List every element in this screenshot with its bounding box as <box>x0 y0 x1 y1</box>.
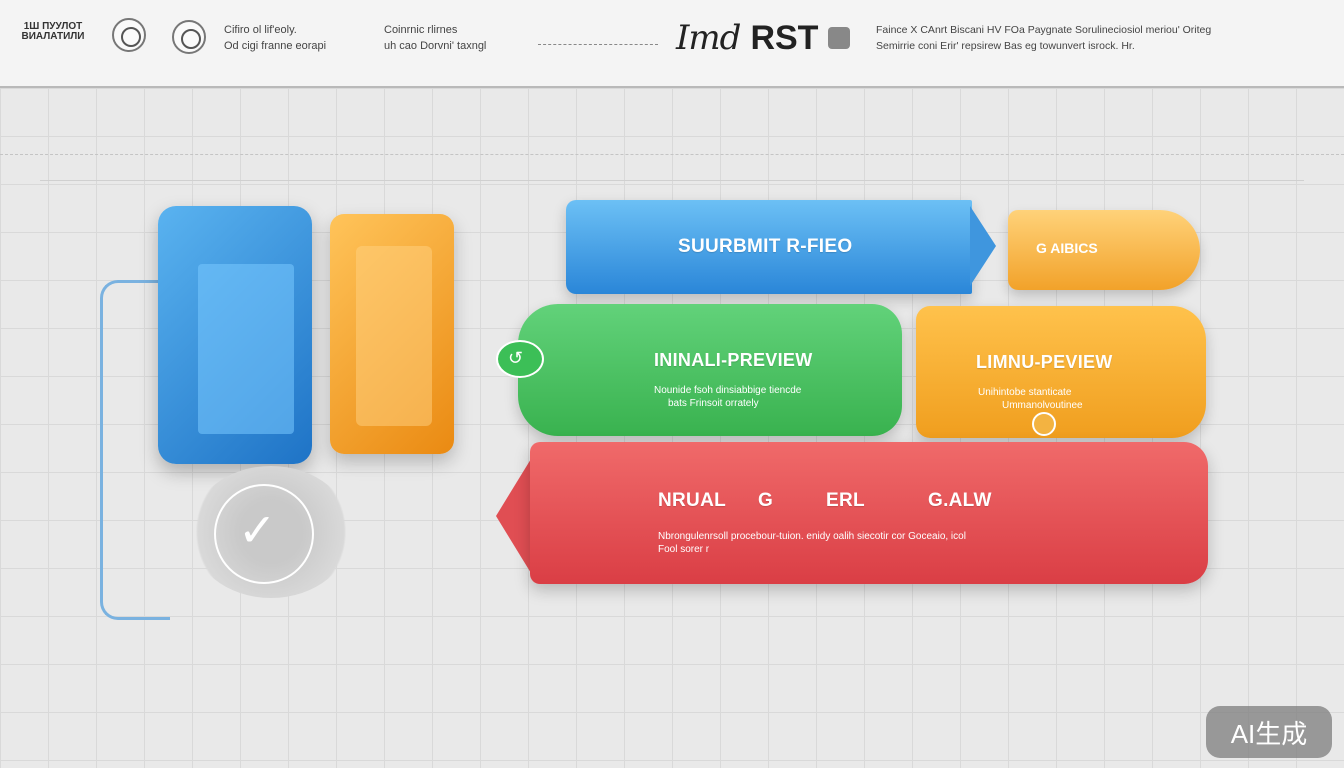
header-divider <box>538 44 658 46</box>
submit-bar-title: SUURBMIT R-FIEO <box>678 236 853 257</box>
initial-preview-line1: Nounide fsoh dinsiabbige tiencde <box>654 385 802 396</box>
check-icon: ✓ <box>238 504 277 556</box>
helmet-icon[interactable] <box>172 20 206 54</box>
manual-review-line2: Fool sorer r <box>658 544 710 555</box>
header-col2-line2: uh cao Dorvni' taxngl <box>384 40 487 52</box>
initial-preview-line2: bats Frinsoit orrately <box>668 398 759 409</box>
initial-preview-title: ININALI-PREVIEW <box>654 350 813 370</box>
header-right-line1: Faince X CAnrt Biscani HV FOa Paygnate S… <box>876 24 1212 36</box>
blue-device-block[interactable] <box>158 206 312 464</box>
red-bar-arrow <box>496 454 534 578</box>
orange-device-panel <box>356 246 432 426</box>
guide-line-secondary <box>40 180 1304 181</box>
manual-review-title-d: G.ALW <box>928 490 992 511</box>
submit-bar-arrow <box>970 206 996 286</box>
header-col1-line2: Od cigi franne eorapi <box>224 40 327 52</box>
menu-preview-bar[interactable]: LIMNU-PEVIEW Unihintobe stanticate Umman… <box>916 306 1206 438</box>
submit-bar[interactable]: SUURBMIT R-FIEO <box>566 200 972 294</box>
connector-line <box>100 280 170 620</box>
ai-generated-badge: AI生成 <box>1206 706 1332 758</box>
manual-review-title-b: G <box>758 490 774 511</box>
manual-review-bar[interactable]: NRUAL G ERL G.ALW Nbrongulenrsoll proceb… <box>530 442 1208 584</box>
header-col1-line1: Cifiro ol lif'eoly. <box>224 24 297 36</box>
menu-preview-line1: Unihintobe stanticate <box>978 387 1072 398</box>
check-circle-node[interactable]: ✓ <box>190 466 352 598</box>
orange-dot-icon <box>1032 412 1056 436</box>
company-logo[interactable]: 1Ш ПУУЛОТ ВИАЛАТИЛИ <box>21 21 85 42</box>
brand-badge-icon <box>828 27 851 49</box>
avatar-icon[interactable] <box>112 18 146 52</box>
manual-review-title-a: NRUAL <box>658 490 726 511</box>
blue-device-panel <box>198 264 294 434</box>
header-right-line2: Semirrie coni Erir' repsirew Bas eg towu… <box>876 40 1135 52</box>
orange-device-block[interactable] <box>330 214 454 454</box>
small-orange-tag-title: G AIBICS <box>1036 240 1098 256</box>
manual-review-line1: Nbrongulenrsoll procebour-tuion. enidy o… <box>658 531 966 542</box>
brand-logo[interactable]: Imd RST <box>676 18 851 58</box>
guide-line <box>0 154 1344 155</box>
small-orange-tag[interactable]: G AIBICS <box>1008 210 1200 290</box>
green-tag-icon[interactable]: ↺ <box>496 340 544 378</box>
menu-preview-title: LIMNU-PEVIEW <box>976 352 1113 372</box>
initial-preview-bar[interactable]: ININALI-PREVIEW Nounide fsoh dinsiabbige… <box>518 304 902 436</box>
header-col2-line1: Coinrnic rlirnes <box>384 24 458 36</box>
check-ring <box>214 484 314 584</box>
header-bar: 1Ш ПУУЛОТ ВИАЛАТИЛИ Cifiro ol lif'eoly. … <box>0 0 1344 88</box>
diagram-canvas: ✓ SUURBMIT R-FIEO G AIBICS ININALI-PREVI… <box>0 88 1344 768</box>
manual-review-title-c: ERL <box>826 490 865 511</box>
brand-script-text: Imd <box>676 18 741 58</box>
brand-main-text: RST <box>750 18 819 57</box>
menu-preview-line2: Ummanolvoutinee <box>1002 400 1083 411</box>
